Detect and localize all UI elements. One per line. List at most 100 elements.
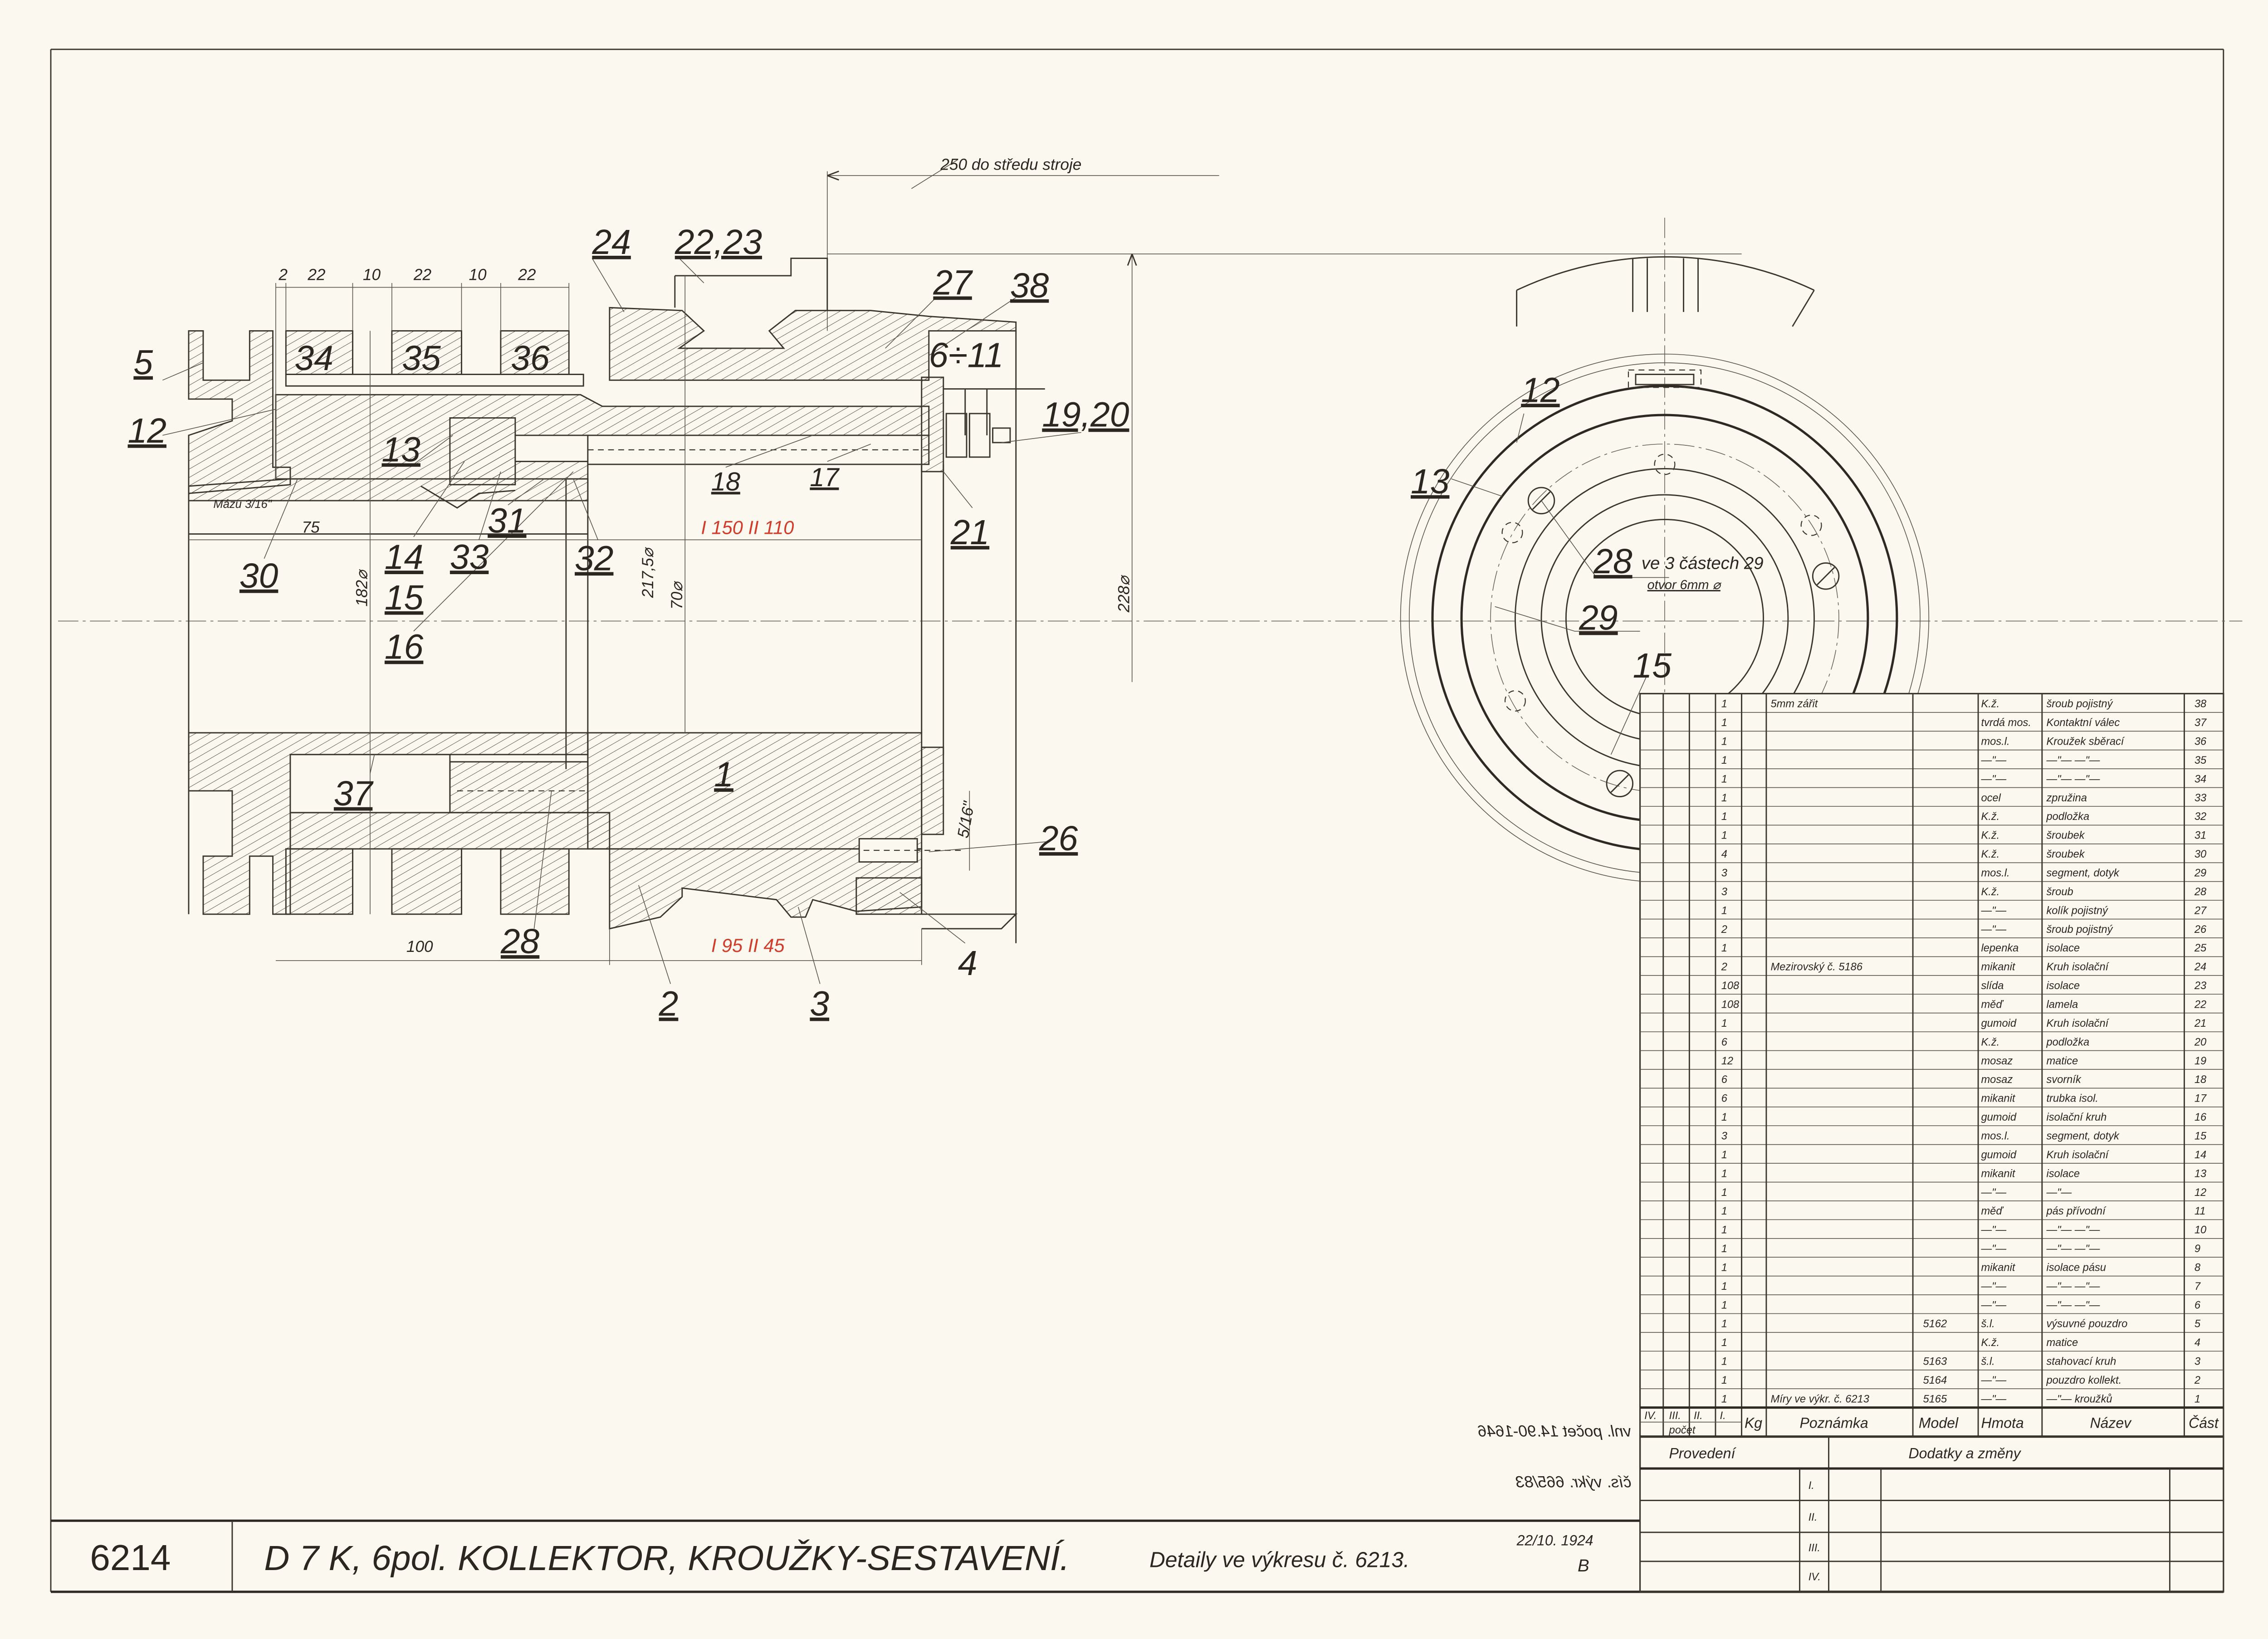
callout-6-11: 6÷11	[929, 336, 1004, 375]
cell-name: isolace	[2046, 942, 2080, 954]
grease-note: Mázu 3/16"	[213, 498, 272, 511]
revision-row-4: IV.	[1809, 1571, 1821, 1583]
callout-24: 24	[591, 223, 631, 262]
cell-part: 29	[2194, 868, 2206, 879]
cell-name: —"— —"—	[2046, 1224, 2100, 1236]
callout-36: 36	[511, 339, 550, 378]
cell-material: —"—	[1980, 1393, 2006, 1405]
cell-name: matice	[2046, 1055, 2078, 1067]
callout-35: 35	[402, 339, 441, 378]
cell-qty: 1	[1721, 736, 1727, 748]
cell-name: podložka	[2046, 811, 2089, 823]
header-note: Poznámka	[1800, 1415, 1868, 1431]
execution-label: Provedení	[1669, 1445, 1737, 1462]
cell-part: 10	[2195, 1224, 2206, 1236]
cell-material: mikanit	[1981, 1168, 2015, 1180]
cell-part: 7	[2195, 1281, 2201, 1293]
cell-material: slída	[1981, 980, 2004, 992]
cell-part: 6	[2195, 1299, 2201, 1311]
cell-name: šroub pojistný	[2046, 924, 2113, 936]
cell-material: ocel	[1981, 792, 2001, 804]
dim-100: 100	[406, 938, 433, 956]
dim-75: 75	[302, 518, 320, 536]
cell-qty: 4	[1721, 849, 1727, 860]
cell-material: mos.l.	[1981, 868, 2009, 879]
callout-28: 28	[500, 922, 540, 961]
cell-part: 34	[2195, 773, 2206, 785]
cell-qty: 6	[1721, 1093, 1728, 1105]
drawing-date: 22/10. 1924	[1516, 1532, 1593, 1549]
cell-part: 26	[2194, 924, 2207, 936]
cell-name: isolace pásu	[2046, 1262, 2106, 1273]
cell-qty: 108	[1721, 980, 1740, 992]
cell-part: 24	[2194, 961, 2206, 973]
cell-name: pouzdro kollekt.	[2046, 1375, 2121, 1386]
cell-material: K.ž.	[1981, 849, 1999, 860]
cell-name: —"—	[2046, 1187, 2072, 1199]
callout-18: 18	[711, 467, 740, 496]
cell-name: —"— —"—	[2046, 1243, 2100, 1255]
ring-36-lower	[500, 848, 570, 915]
cell-name: svorník	[2046, 1074, 2081, 1086]
callout-26: 26	[1039, 819, 1078, 858]
header-roman-1: I.	[1720, 1410, 1726, 1422]
dimension-lines	[188, 159, 1137, 965]
commutator-upper	[609, 307, 1017, 381]
callout-17: 17	[810, 463, 840, 492]
cell-part: 13	[2195, 1168, 2206, 1180]
callout-19-20: 19,20	[1042, 395, 1129, 434]
cell-qty: 6	[1721, 1074, 1728, 1086]
cell-material: š.l.	[1981, 1318, 1994, 1330]
callout-38: 38	[1010, 266, 1049, 305]
cell-name: šroubek	[2046, 849, 2085, 860]
dim-22: 22	[413, 266, 432, 284]
cell-material: mos.l.	[1981, 736, 2009, 748]
changes-label: Dodatky a změny	[1908, 1445, 2021, 1462]
revision-row-1: I.	[1809, 1480, 1814, 1492]
parts-row: 1—"——"— —"—35	[1640, 755, 2224, 769]
cell-qty: 1	[1721, 792, 1727, 804]
callout-21: 21	[950, 513, 989, 552]
cell-part: 21	[2194, 1018, 2206, 1029]
cell-qty: 1	[1721, 1224, 1727, 1236]
cell-model: 5163	[1923, 1356, 1947, 1368]
callout-5: 5	[133, 343, 153, 382]
cell-part: 28	[2194, 886, 2207, 898]
cell-name: —"— kroužků	[2046, 1393, 2112, 1405]
callout-16: 16	[385, 628, 424, 667]
dim-228-diameter: 228⌀	[1115, 575, 1133, 613]
cell-material: —"—	[1980, 924, 2006, 936]
cell-note: 5mm zářit	[1771, 698, 1818, 710]
end-view-callout-12: 12	[1521, 371, 1559, 410]
cell-qty: 1	[1721, 1262, 1727, 1273]
cell-qty: 1	[1721, 1243, 1727, 1255]
cell-model: 5164	[1923, 1375, 1947, 1386]
callout-33: 33	[450, 537, 489, 576]
callout-4: 4	[958, 944, 978, 983]
callout-12: 12	[128, 411, 166, 450]
cell-part: 31	[2195, 830, 2206, 842]
callout-31: 31	[488, 501, 526, 540]
cell-qty: 1	[1721, 1187, 1727, 1199]
cell-material: š.l.	[1981, 1356, 1994, 1368]
cell-part: 1	[2195, 1393, 2200, 1405]
cell-name: pás přívodní	[2046, 1205, 2107, 1217]
callout-37: 37	[334, 774, 374, 813]
ring-34-upper	[285, 330, 353, 375]
cell-part: 27	[2194, 905, 2207, 917]
drawing-number: 6214	[90, 1537, 171, 1578]
